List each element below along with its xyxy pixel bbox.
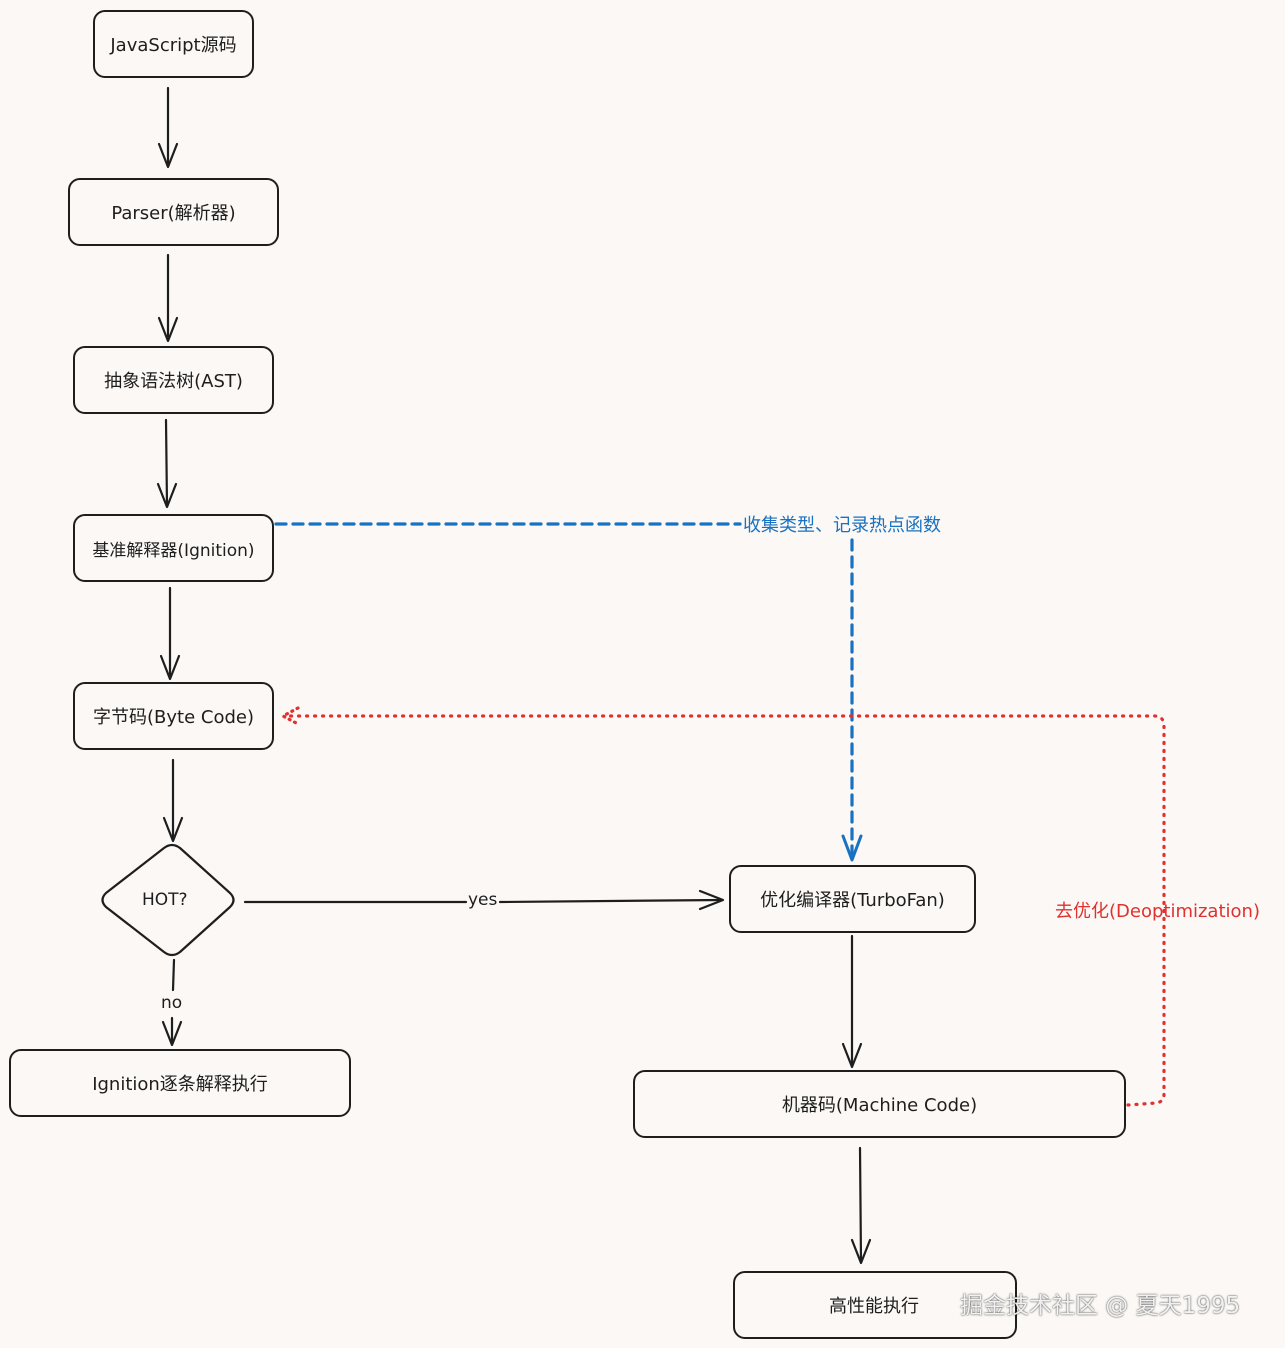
watermark-text: 掘金技术社区 @ 夏天1995 — [960, 1293, 1241, 1319]
deopt-label: 去优化(Deoptimization) — [1055, 901, 1260, 922]
js-source-label: JavaScript源码 — [110, 35, 237, 56]
parser-label: Parser(解析器) — [111, 203, 236, 224]
arrow-machine-to-highperf — [858, 1146, 863, 1264]
bytecode-node: 字节码(Byte Code) — [73, 682, 274, 750]
hot-decision-diamond — [101, 843, 235, 957]
deopt-path — [282, 714, 1166, 1107]
js-source-node: JavaScript源码 — [93, 10, 254, 78]
parser-node: Parser(解析器) — [68, 178, 279, 246]
ast-node: 抽象语法树(AST) — [73, 346, 274, 414]
arrow-ast-to-ignition — [164, 418, 169, 508]
high-perf-node: 高性能执行 — [733, 1271, 1017, 1339]
hot-label: HOT? — [142, 890, 188, 910]
high-perf-label: 高性能执行 — [829, 1296, 919, 1317]
ignition-exec-label: Ignition逐条解释执行 — [92, 1074, 268, 1095]
no-label: no — [161, 993, 183, 1013]
turbofan-node: 优化编译器(TurboFan) — [729, 865, 976, 933]
ast-label: 抽象语法树(AST) — [104, 371, 243, 392]
bytecode-label: 字节码(Byte Code) — [93, 707, 254, 728]
machine-code-node: 机器码(Machine Code) — [633, 1070, 1126, 1138]
machine-code-label: 机器码(Machine Code) — [781, 1095, 978, 1116]
ignition-node: 基准解释器(Ignition) — [73, 514, 274, 582]
arrow-hot-no — [171, 958, 176, 992]
ignition-exec-node: Ignition逐条解释执行 — [9, 1049, 351, 1117]
ignition-label: 基准解释器(Ignition) — [92, 540, 255, 561]
turbofan-label: 优化编译器(TurboFan) — [760, 890, 945, 911]
yes-label: yes — [468, 890, 498, 910]
collect-label: 收集类型、记录热点函数 — [743, 515, 941, 536]
